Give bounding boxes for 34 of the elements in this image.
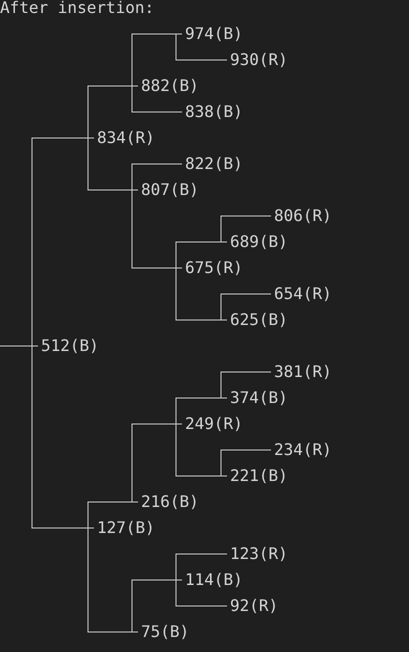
- tree-node-label: 882(B): [138, 75, 199, 97]
- tree-node-label: 974(B): [182, 23, 243, 45]
- tree-node-label: 689(B): [227, 231, 288, 253]
- tree-node-label: 512(B): [38, 335, 99, 357]
- tree-node-label: 216(B): [138, 491, 199, 513]
- tree-node-label: 625(B): [227, 309, 288, 331]
- tree-connector: [220, 294, 272, 320]
- tree-node-label: 806(R): [271, 205, 332, 227]
- tree-connector: [220, 216, 272, 242]
- tree-node-label: 807(B): [138, 179, 199, 201]
- tree-node-label: 838(B): [182, 101, 243, 123]
- tree-connector: [220, 372, 272, 398]
- tree-node-label: 92(R): [227, 595, 278, 617]
- tree-node-label: 234(R): [271, 439, 332, 461]
- tree-node-label: 249(R): [182, 413, 243, 435]
- tree-connector: [176, 580, 228, 606]
- tree-node-label: 654(R): [271, 283, 332, 305]
- tree-node-label: 123(R): [227, 543, 288, 565]
- tree-node-label: 381(R): [271, 361, 332, 383]
- tree-connector: [176, 34, 228, 60]
- tree-connector: [132, 86, 182, 112]
- tree-node-label: 822(B): [182, 153, 243, 175]
- tree-node-label: 75(B): [138, 621, 190, 643]
- tree-connector: [176, 554, 228, 580]
- tree-node-label: 930(R): [227, 49, 288, 71]
- tree-node-label: 834(R): [94, 127, 155, 149]
- heading: After insertion:: [0, 0, 154, 19]
- tree-node-label: 675(R): [182, 257, 243, 279]
- tree-connector: [220, 450, 272, 476]
- tree-connector: [132, 164, 182, 190]
- tree-node-label: 221(B): [227, 465, 288, 487]
- tree-node-label: 374(B): [227, 387, 288, 409]
- tree-node-label: 127(B): [94, 517, 155, 539]
- tree-node-label: 114(B): [182, 569, 243, 591]
